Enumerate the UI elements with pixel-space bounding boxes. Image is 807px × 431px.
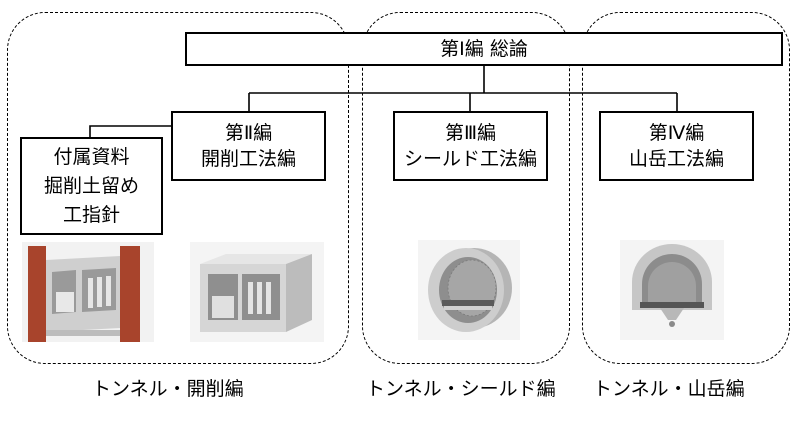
shield-tunnel-segment-ring-icon xyxy=(418,240,520,340)
group-open-cut xyxy=(7,12,349,364)
appendix-excavation-retaining-box: 付属資料 掘削土留め 工指針 xyxy=(20,137,163,235)
volume-1-label: 第Ⅰ編 総論 xyxy=(440,38,528,60)
group-label-open-cut: トンネル・開削編 xyxy=(92,378,244,400)
volume-2-title: 開削工法編 xyxy=(200,148,296,170)
volume-3-number: 第Ⅲ編 xyxy=(444,122,497,144)
volume-3-shield-box: 第Ⅲ編 シールド工法編 xyxy=(393,111,548,181)
volume-1-general-box: 第Ⅰ編 総論 xyxy=(185,32,783,66)
appendix-line-2: 掘削土留め xyxy=(43,174,139,197)
mountain-tunnel-lining-icon xyxy=(620,240,724,340)
volume-4-number: 第Ⅳ編 xyxy=(648,122,705,144)
volume-3-title: シールド工法編 xyxy=(403,148,537,170)
volume-4-mountain-box: 第Ⅳ編 山岳工法編 xyxy=(599,111,754,181)
volume-4-title: 山岳工法編 xyxy=(628,148,724,170)
appendix-line-1: 付属資料 xyxy=(53,145,130,168)
appendix-line-3: 工指針 xyxy=(62,203,120,226)
volume-2-open-cut-box: 第Ⅱ編 開削工法編 xyxy=(171,111,326,181)
cut-and-cover-box-with-retaining-walls-icon xyxy=(22,242,154,342)
group-mountain xyxy=(582,12,790,364)
group-label-shield: トンネル・シールド編 xyxy=(366,378,556,400)
cut-and-cover-box-culvert-icon xyxy=(190,242,324,342)
group-label-mountain: トンネル・山岳編 xyxy=(593,378,745,400)
group-shield xyxy=(362,12,570,364)
volume-2-number: 第Ⅱ編 xyxy=(224,122,273,144)
connector-vol2-to-appendix xyxy=(89,125,171,137)
